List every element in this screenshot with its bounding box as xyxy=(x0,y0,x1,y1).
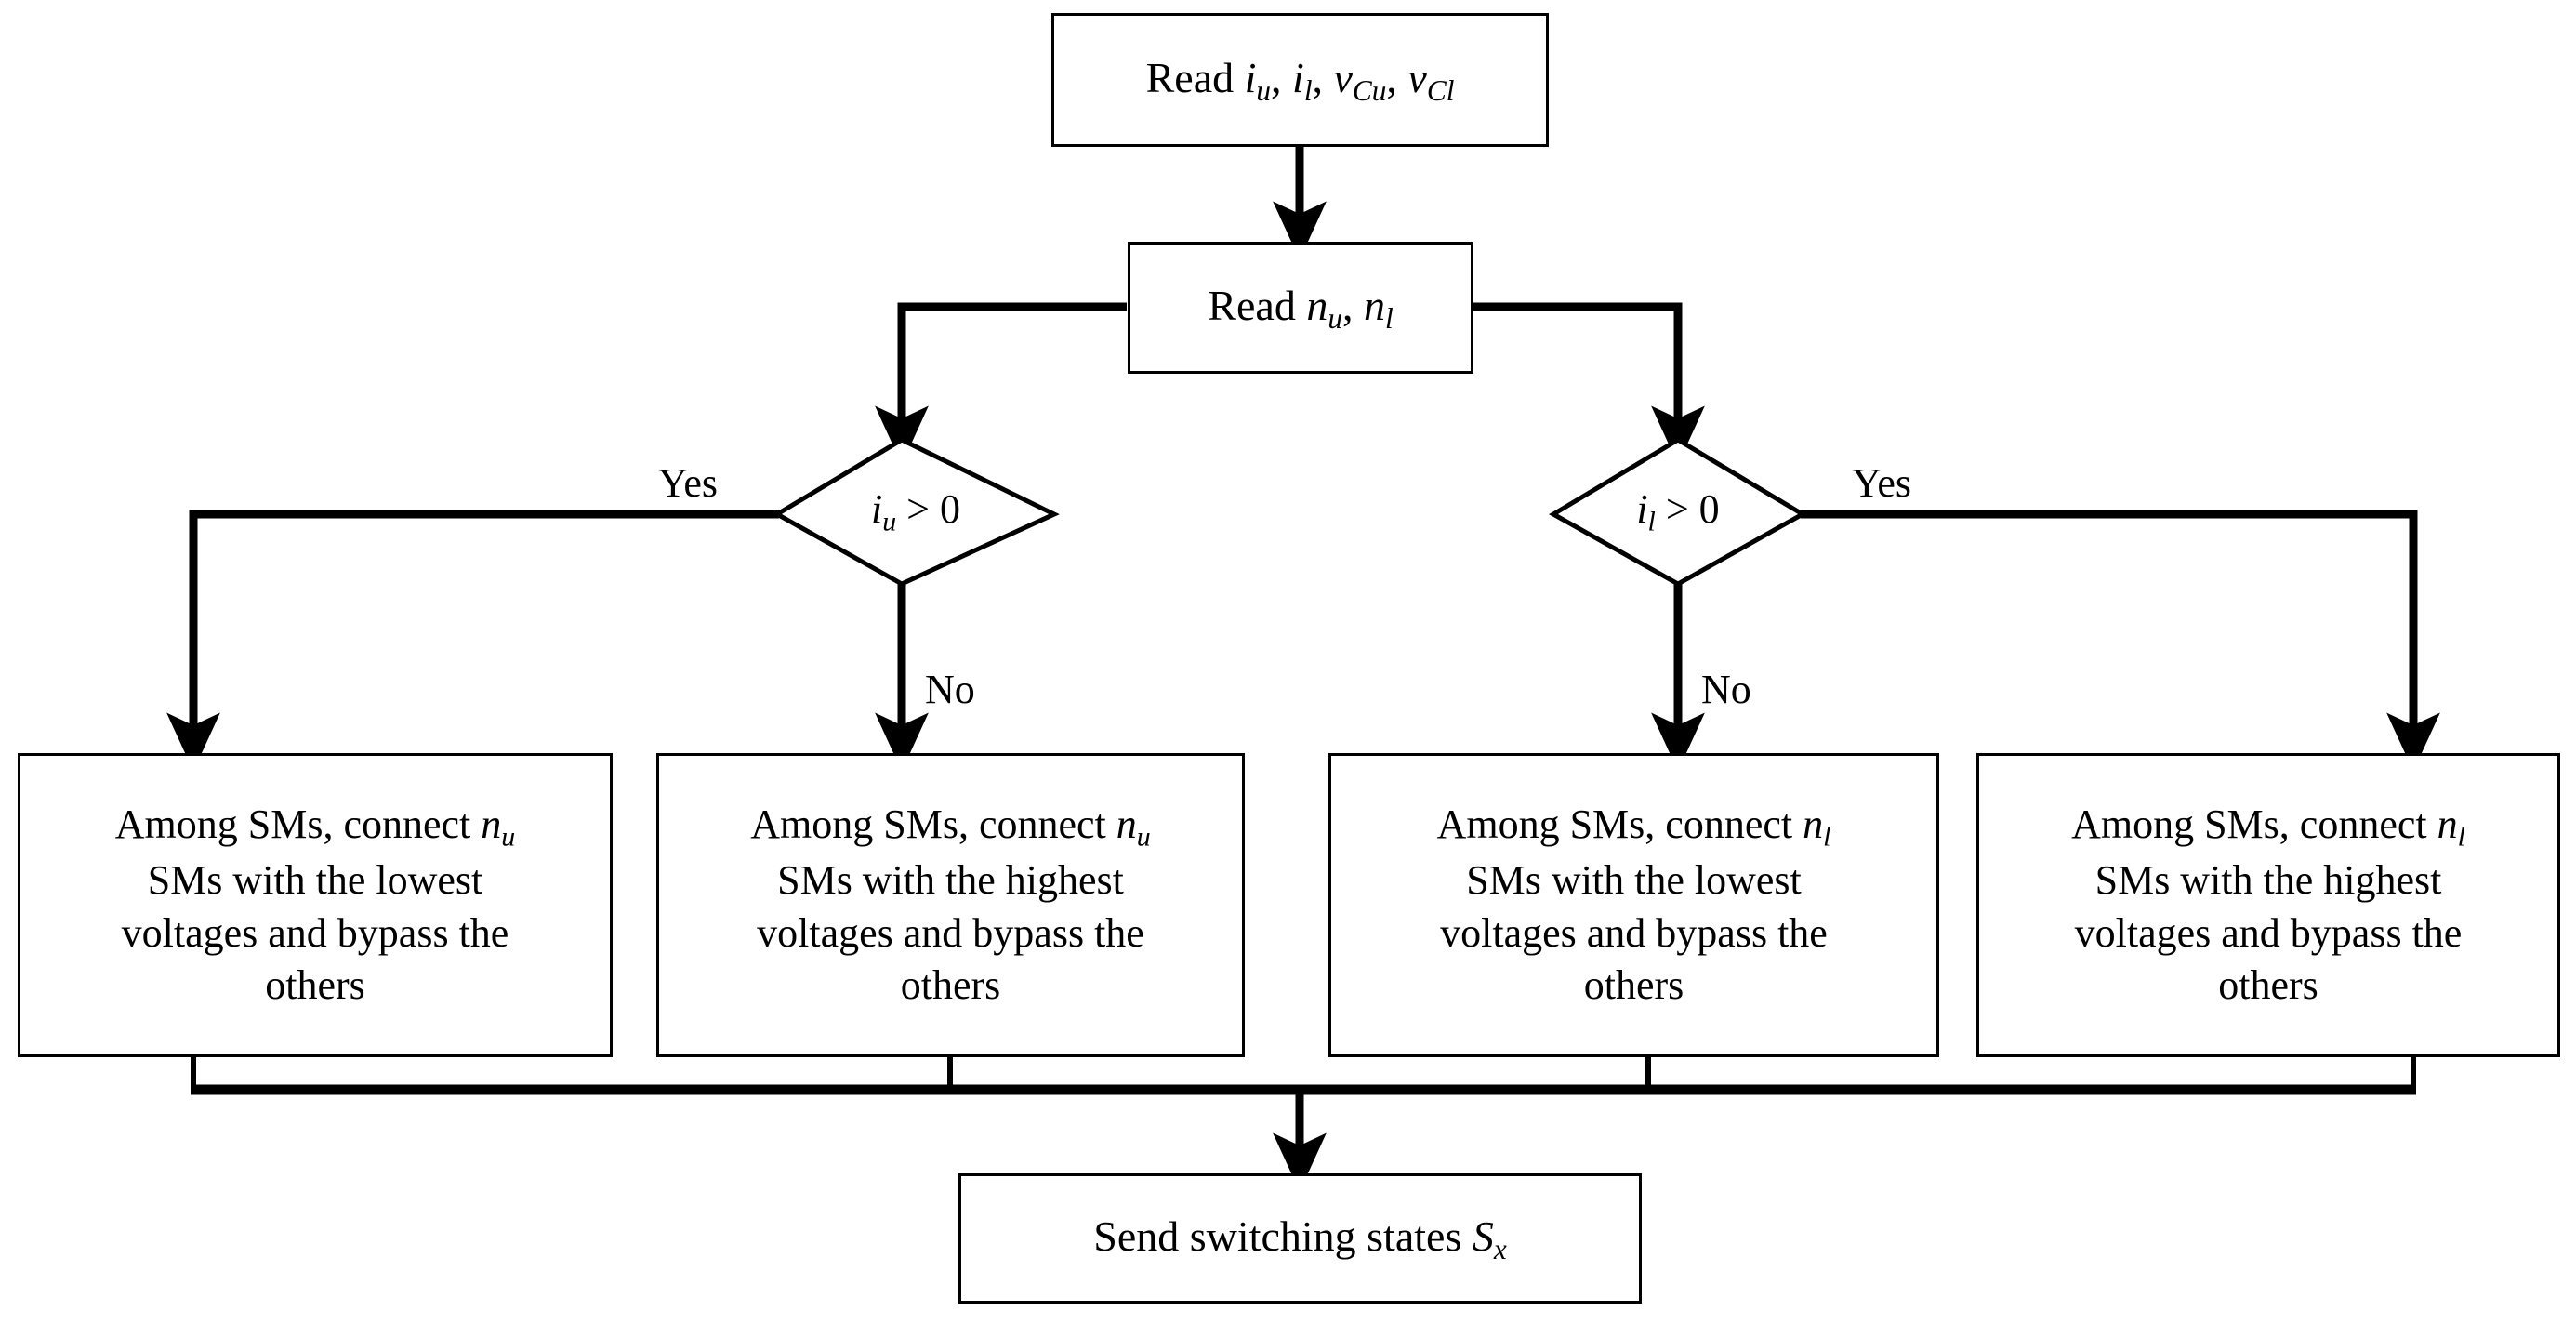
node-decision-upper[interactable]: iu > 0 xyxy=(777,440,1054,584)
edge-decision-lower-yes xyxy=(1801,510,2440,772)
node-read-currents-label: Read iu, il, vCu, vCl xyxy=(1145,53,1455,107)
edge-label-no-left: No xyxy=(925,667,975,712)
node-send-states[interactable]: Send switching states Sx xyxy=(958,1173,1642,1304)
edge-label-no-right: No xyxy=(1701,667,1751,712)
node-read-levels-label: Read nu, nl xyxy=(1208,281,1394,335)
node-decision-lower-label: il > 0 xyxy=(1636,486,1720,537)
node-read-levels[interactable]: Read nu, nl xyxy=(1128,242,1473,374)
node-decision-upper-label: iu > 0 xyxy=(870,486,960,537)
edge-read-levels-to-decision-lower xyxy=(1472,302,1705,465)
edge-label-yes-right: Yes xyxy=(1852,460,1912,506)
edge-label-yes-left: Yes xyxy=(658,460,719,506)
node-read-currents[interactable]: Read iu, il, vCu, vCl xyxy=(1051,13,1549,147)
node-send-states-label: Send switching states Sx xyxy=(1093,1211,1507,1265)
edge-decision-upper-yes xyxy=(166,510,779,772)
node-decision-lower[interactable]: il > 0 xyxy=(1553,440,1803,584)
edge-read-levels-to-decision-upper xyxy=(875,302,1127,465)
